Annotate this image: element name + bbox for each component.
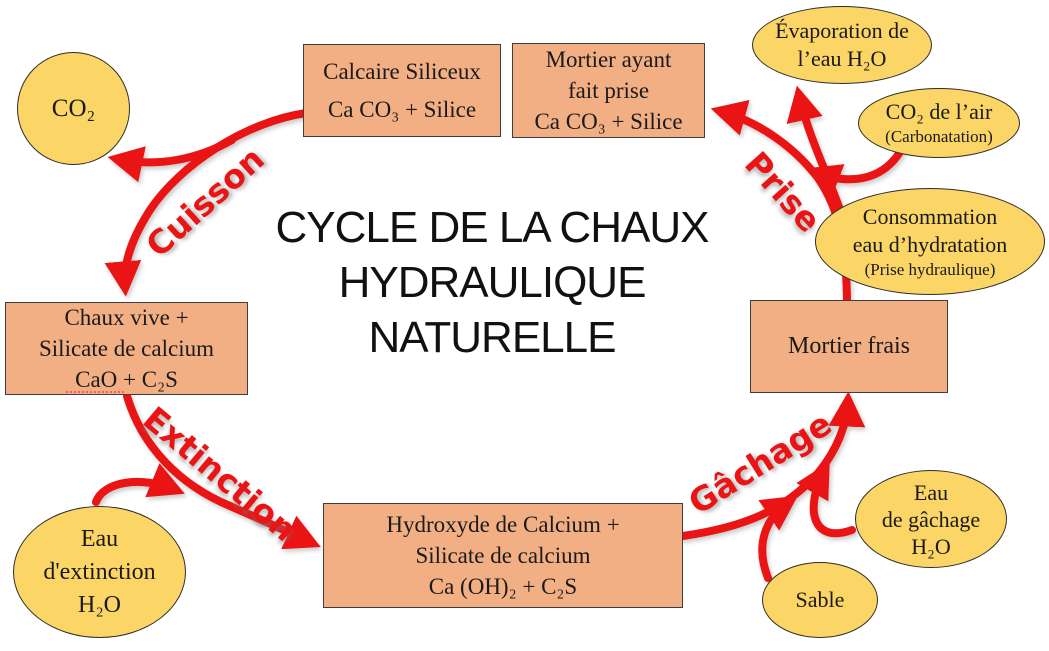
node-consommation-note: (Prise hydraulique) — [864, 259, 996, 279]
extinction-arrow-eau-branch — [92, 463, 185, 506]
node-co2-de-l-air: CO₂ de l’air (Carbonatation) — [858, 88, 1020, 158]
node-eau-extinction: Eau d'extinction H₂O — [13, 506, 186, 638]
node-hydroxyde-line3: Ca (OH)₂ + C₂S — [428, 574, 578, 599]
node-sable: Sable — [762, 562, 878, 638]
node-eau-gachage-line3: H₂O — [911, 533, 951, 559]
node-consommation-line2: eau d’hydratation — [852, 231, 1008, 257]
node-mortier-frais-text: Mortier frais — [788, 333, 910, 359]
node-hydroxyde-line2: Silicate de calcium — [415, 543, 591, 568]
node-eau-de-gachage: Eau de gâchage H₂O — [855, 470, 1007, 568]
node-evaporation-line2: l’eau H₂O — [797, 46, 887, 71]
node-hydroxyde-line1: Hydroxyde de Calcium + — [386, 512, 620, 537]
node-chaux-vive-line1: Chaux vive + — [64, 305, 189, 330]
extinction-arrow-main — [123, 392, 321, 550]
node-chaux-vive-line3: CaO + C₂S — [75, 367, 178, 392]
prise-arrow-co2air-branch — [805, 148, 904, 199]
node-eau-extinction-line3: H₂O — [77, 591, 122, 618]
node-hydroxyde-calcium: Hydroxyde de Calcium + Silicate de calci… — [323, 503, 683, 608]
node-eau-extinction-line1: Eau — [80, 525, 119, 552]
node-mortier-ayant-fait-prise: Mortier ayant fait prise Ca CO₃ + Silice — [512, 43, 705, 138]
node-eau-gachage-line2: de gâchage — [881, 506, 981, 532]
node-chaux-vive: Chaux vive + Silicate de calcium CaO + C… — [5, 302, 248, 395]
node-mortier-frais: Mortier frais — [750, 300, 948, 393]
node-calcaire-line1: Calcaire Siliceux — [323, 58, 481, 84]
diagram-title-line1: CYCLE DE LA CHAUX — [275, 203, 710, 252]
gachage-arrow-sable-branch — [758, 495, 798, 582]
node-consommation-eau-hydratation: Consommation eau d’hydratation (Prise hy… — [815, 188, 1045, 295]
node-eau-extinction-line2: d'extinction — [43, 558, 156, 585]
node-sable-text: Sable — [795, 587, 845, 612]
cuisson-arrow-main — [104, 109, 310, 297]
cuisson-arrow-co2-branch — [107, 136, 236, 183]
diagram-title-line2: HYDRAULIQUE NATURELLE — [338, 258, 647, 362]
node-calcaire-siliceux: Calcaire Siliceux Ca CO₃ + Silice — [303, 44, 501, 137]
node-co2-text: CO₂ — [51, 94, 96, 122]
node-consommation-line1: Consommation — [862, 203, 998, 229]
gachage-arrow-eau-branch — [796, 461, 856, 538]
node-co2: CO₂ — [17, 52, 130, 165]
node-mortier-pris-line3: Ca CO₃ + Silice — [534, 109, 683, 134]
spellcheck-underline — [66, 387, 124, 393]
node-co2-air-note: (Carbonatation) — [885, 127, 993, 146]
node-evaporation-eau: Évaporation de l’eau H₂O — [752, 6, 932, 84]
node-mortier-pris-line1: Mortier ayant — [545, 47, 672, 72]
node-co2-air-line1: CO₂ de l’air — [885, 99, 993, 124]
diagram-title: CYCLE DE LA CHAUX HYDRAULIQUE NATURELLE — [227, 200, 757, 365]
node-eau-gachage-line1: Eau — [913, 479, 949, 505]
node-calcaire-line2: Ca CO₃ + Silice — [327, 96, 477, 122]
node-mortier-pris-line2: fait prise — [567, 78, 650, 103]
node-chaux-vive-line2: Silicate de calcium — [39, 336, 214, 361]
node-evaporation-line1: Évaporation de — [775, 18, 909, 43]
